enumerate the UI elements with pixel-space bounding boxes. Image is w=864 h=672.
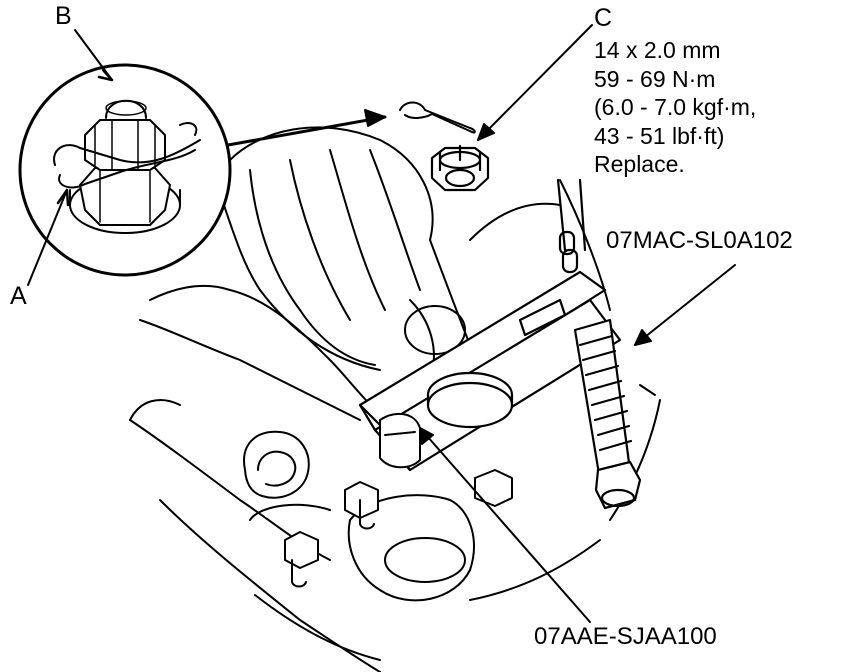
nut-c-spec: 14 x 2.0 mm 59 - 69 N·m (6.0 - 7.0 kgf·m… — [594, 36, 756, 179]
tool-lower-part-number: 07AAE-SJAA100 — [534, 623, 717, 650]
torque-nm: 59 - 69 N·m — [594, 65, 716, 92]
puller-tool — [358, 178, 642, 510]
ball-joint-stud — [284, 412, 513, 602]
replace-note: Replace. — [594, 151, 685, 177]
cotter-pin — [399, 101, 476, 134]
callout-c: C — [594, 4, 613, 32]
leader-lines — [27, 24, 736, 623]
callout-a: A — [10, 282, 27, 310]
torque-kgf: (6.0 - 7.0 kgf·m, — [594, 94, 757, 120]
tool-upper-part-number: 07MAC-SL0A102 — [606, 227, 793, 254]
cv-boot — [214, 126, 471, 381]
callout-b: B — [55, 2, 72, 30]
castle-nut-c — [430, 144, 490, 192]
detail-circle — [18, 63, 232, 277]
nut-size: 14 x 2.0 mm — [594, 37, 721, 63]
knuckle-body — [129, 179, 661, 672]
torque-lbf: 43 - 51 lbf·ft) — [594, 122, 725, 149]
